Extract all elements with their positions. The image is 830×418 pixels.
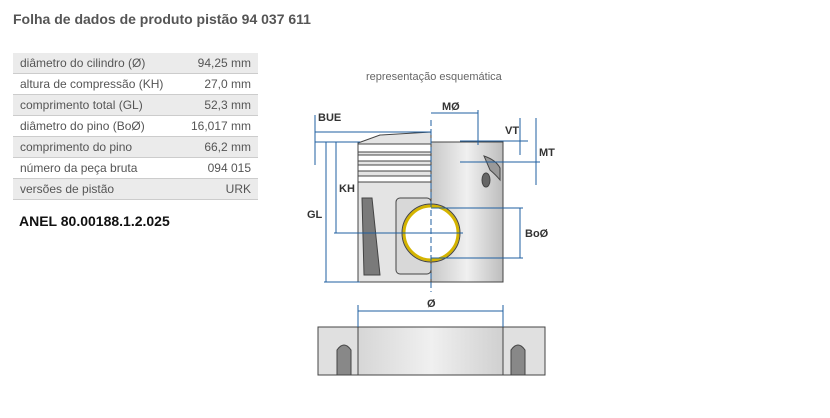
spec-value: 94,25 mm [179,53,258,74]
label-mo: MØ [442,101,460,113]
label-bue: BUE [318,112,341,124]
spec-label: diâmetro do cilindro (Ø) [13,53,180,74]
spec-label: número da peça bruta [13,157,180,179]
label-vt: VT [505,125,519,137]
label-bo: BoØ [525,228,549,240]
spec-row: altura de compressão (KH)27,0 mm [13,73,258,95]
bottom-section [317,326,546,376]
spec-value: 27,0 mm [179,73,258,95]
spec-value: 16,017 mm [179,115,258,137]
spec-value: 52,3 mm [179,94,258,116]
page-title: Folha de dados de produto pistão 94 037 … [13,11,311,27]
dimension-lines [314,110,540,327]
spec-row: diâmetro do pino (BoØ)16,017 mm [13,115,258,137]
spec-value: 66,2 mm [179,136,258,158]
diagram-caption: representação esquemática [366,71,502,83]
spec-label: comprimento total (GL) [13,94,180,116]
label-mt: MT [539,147,555,159]
label-diameter: Ø [427,298,436,310]
ring-code: ANEL 80.00188.1.2.025 [19,213,170,229]
spec-label: altura de compressão (KH) [13,73,180,95]
spec-row: comprimento total (GL)52,3 mm [13,94,258,116]
label-kh: KH [339,183,355,195]
spec-value: 094 015 [179,157,258,179]
spec-label: versões de pistão [13,178,180,200]
label-gl: GL [307,209,323,221]
spec-label: comprimento do pino [13,136,180,158]
spec-value: URK [179,178,258,200]
spec-row: diâmetro do cilindro (Ø)94,25 mm [13,53,258,74]
spec-label: diâmetro do pino (BoØ) [13,115,180,137]
